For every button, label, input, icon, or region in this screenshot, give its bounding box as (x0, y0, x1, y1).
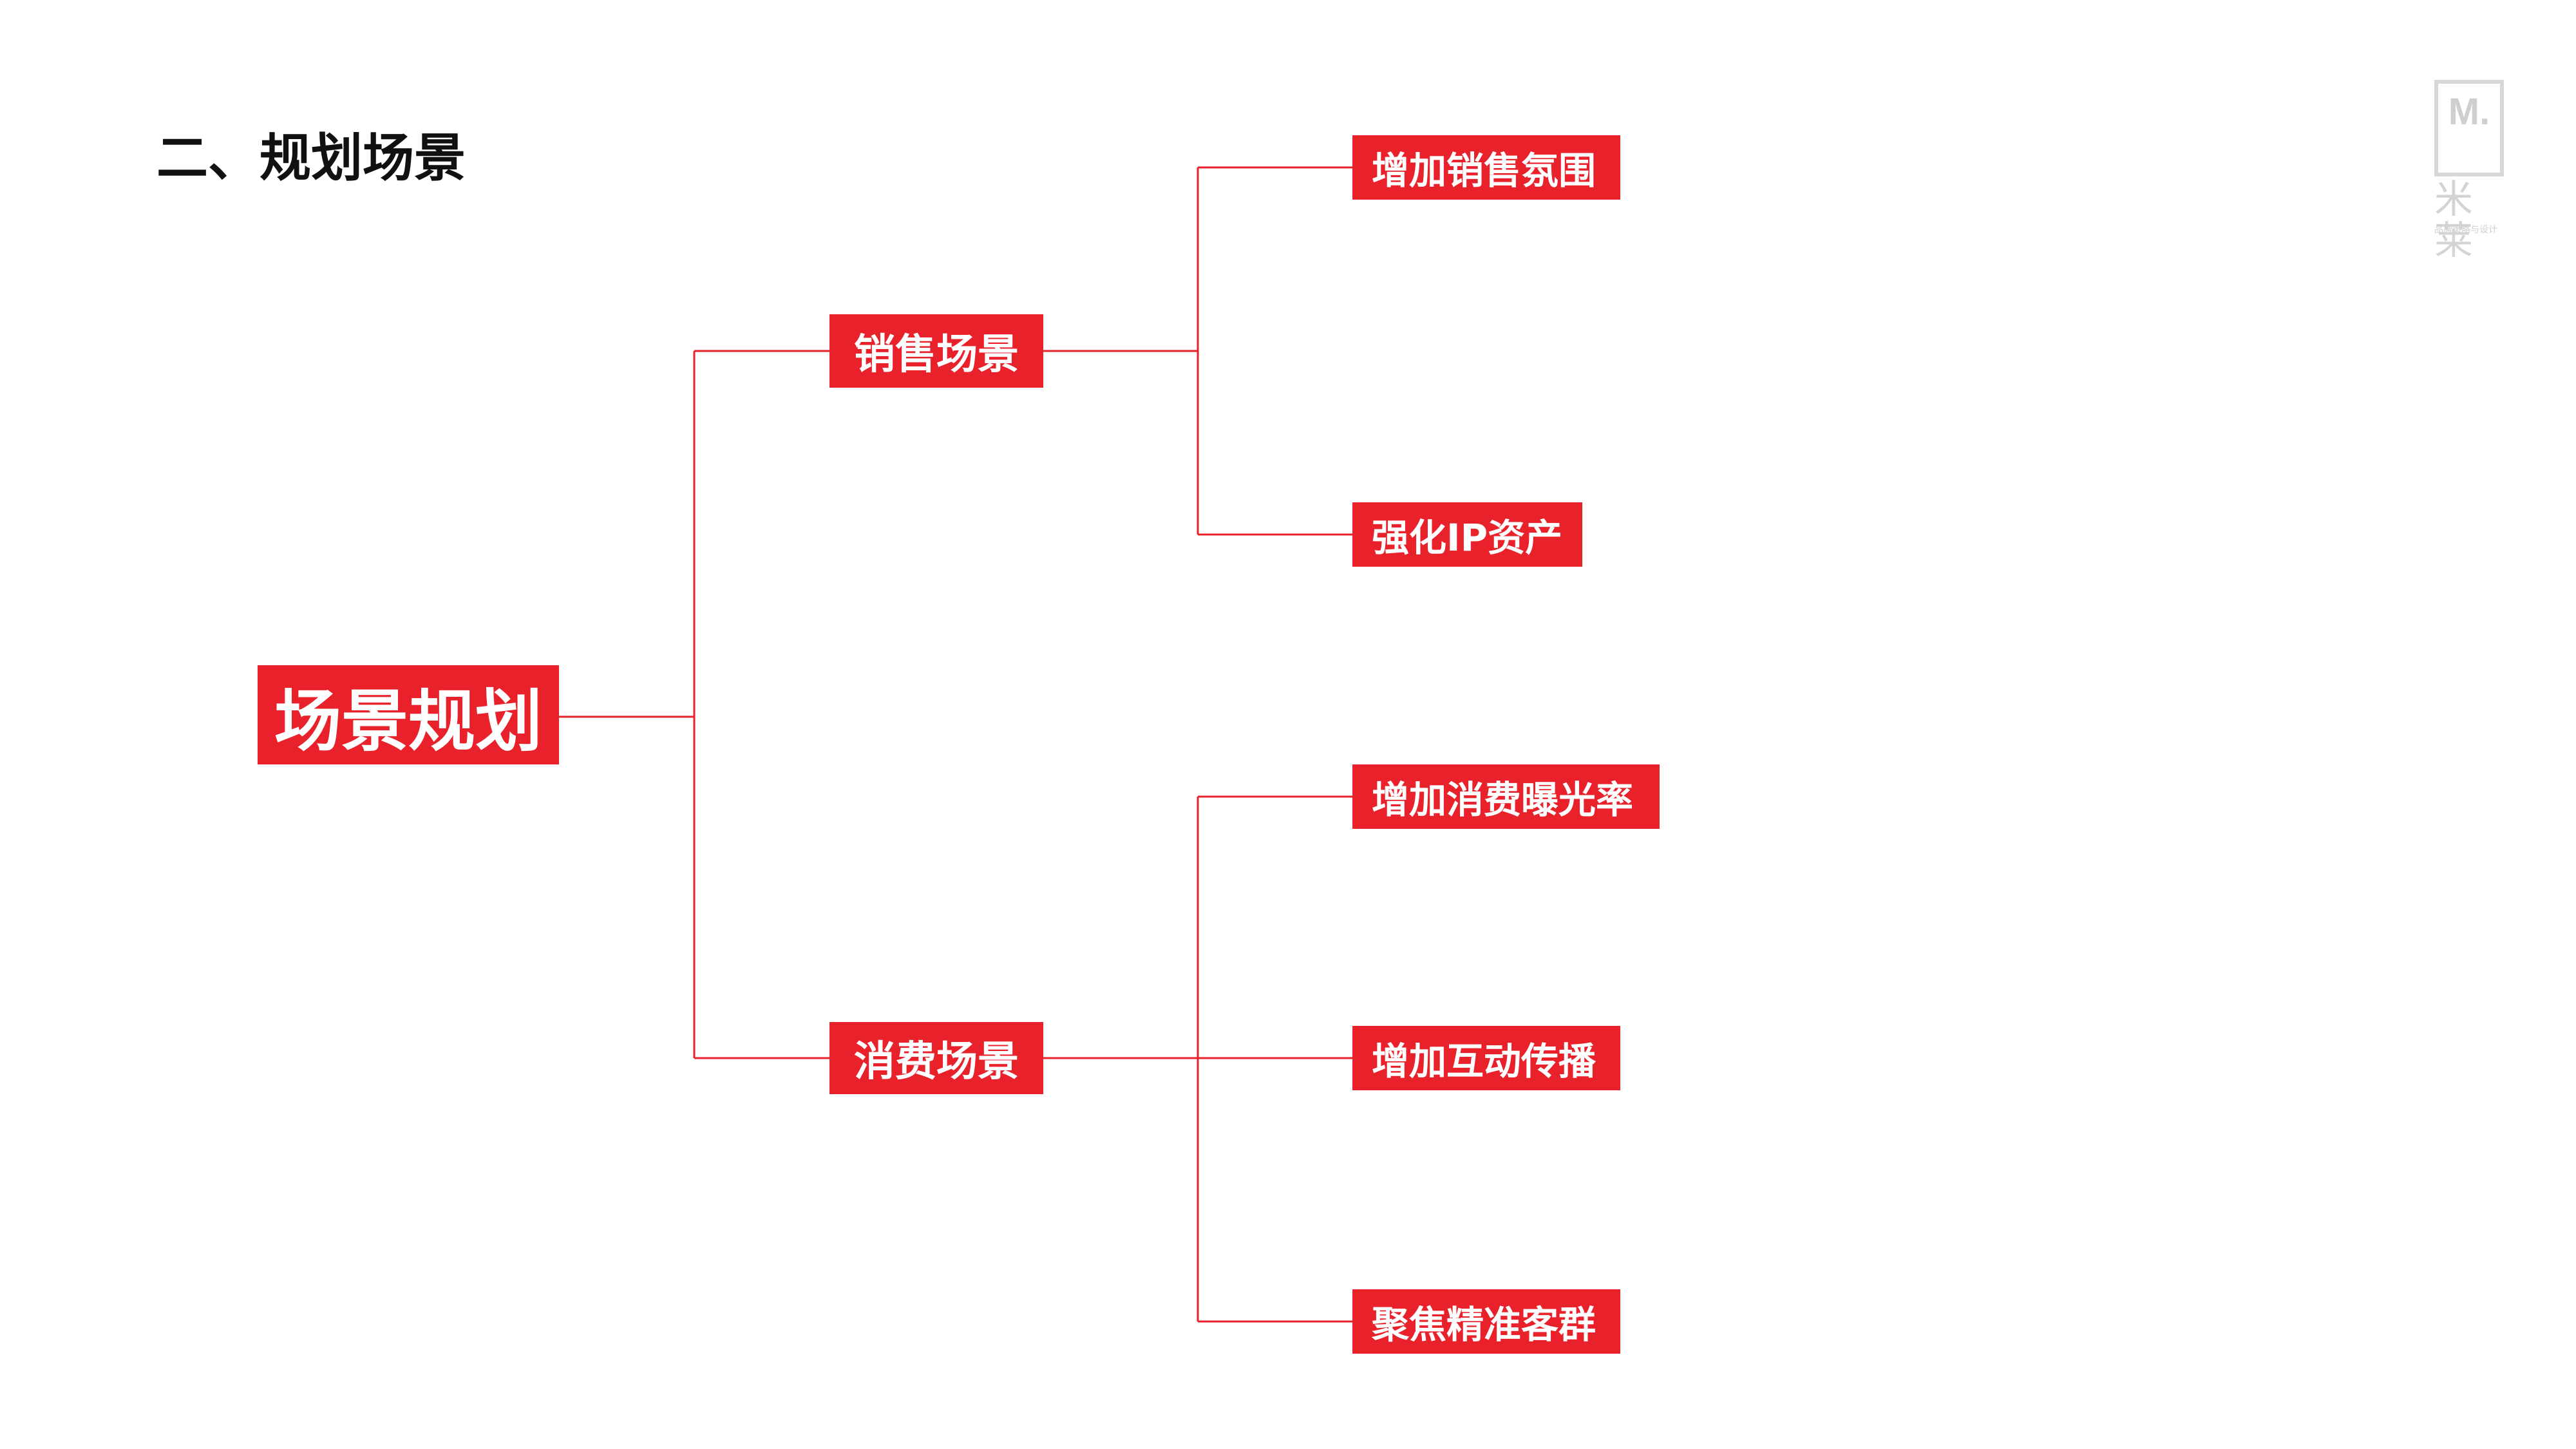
leaf-node: 增加互动传播 (1352, 1026, 1620, 1090)
brand-logo: M. 米莱 品牌策略与设计 (2434, 77, 2524, 261)
root-node-label: 场景规划 (274, 681, 542, 761)
branch-node-label: 消费场景 (854, 1038, 1019, 1086)
brand-logo-letter: M. (2448, 91, 2490, 133)
leaf-node: 增加销售氛围 (1352, 135, 1620, 200)
leaf-node: 强化IP资产 (1352, 502, 1582, 567)
brand-logo-frame (2434, 80, 2504, 176)
brand-name: 米莱 (2434, 177, 2474, 263)
leaf-node-label: 聚焦精准客群 (1372, 1303, 1596, 1347)
branch-node-consumption: 消费场景 (829, 1022, 1043, 1094)
page-title: 二、规划场景 (156, 128, 466, 188)
leaf-node-label: 增加互动传播 (1372, 1039, 1596, 1083)
leaf-node: 增加消费曝光率 (1352, 764, 1660, 829)
brand-tagline: 品牌策略与设计 (2434, 225, 2497, 235)
branch-node-label: 销售场景 (854, 331, 1019, 379)
leaf-node-label: 强化IP资产 (1372, 516, 1563, 560)
root-node: 场景规划 (258, 665, 559, 764)
leaf-node-label: 增加消费曝光率 (1372, 778, 1634, 822)
leaf-node-label: 增加销售氛围 (1372, 149, 1596, 193)
branch-node-sales: 销售场景 (829, 314, 1043, 388)
leaf-node: 聚焦精准客群 (1352, 1289, 1620, 1354)
